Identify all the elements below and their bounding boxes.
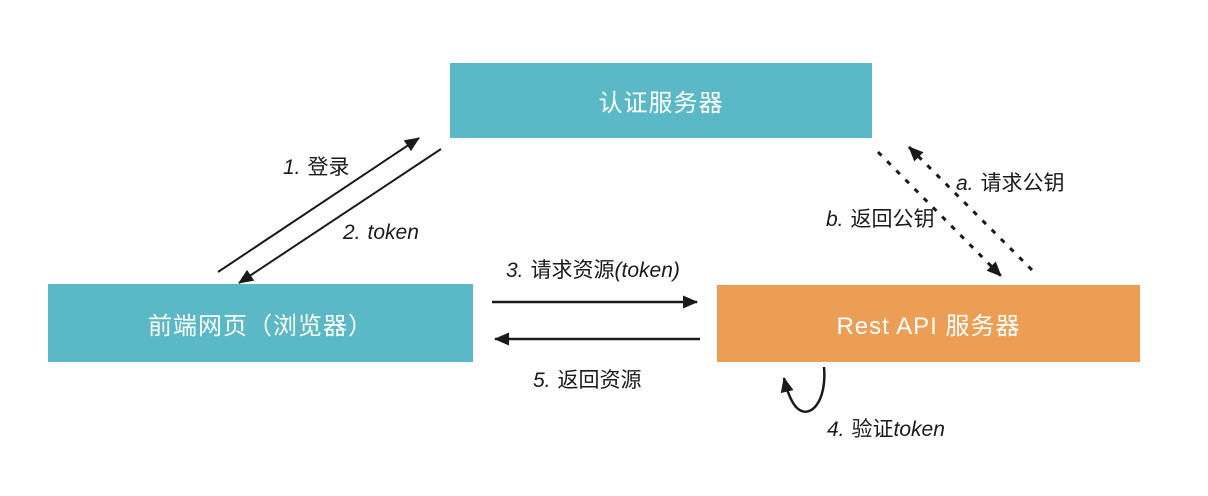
node-rest-api-server-label: Rest API 服务器: [836, 313, 1021, 340]
edge-label-token: 2. token: [343, 221, 419, 245]
arrow-request-pubkey: [907, 145, 1034, 272]
edge-request-resource-suffix: (token): [614, 259, 680, 282]
edge-return-resource-number: 5.: [533, 369, 551, 392]
node-auth-server: 认证服务器: [450, 63, 872, 138]
node-rest-api-server: Rest API 服务器: [717, 285, 1140, 362]
node-frontend-browser-label: 前端网页（浏览器）: [148, 312, 373, 340]
node-auth-server-label: 认证服务器: [598, 90, 724, 117]
arrow-login: [217, 137, 420, 273]
edge-label-login: 1. 登录: [283, 151, 350, 181]
edge-request-pubkey-number: a.: [956, 172, 974, 195]
node-frontend-browser: 前端网页（浏览器）: [48, 284, 473, 362]
edge-label-request-pubkey: a. 请求公钥: [956, 167, 1065, 197]
edge-return-pubkey-text: 返回公钥: [850, 208, 935, 231]
edge-token-number: 2.: [343, 221, 361, 244]
edge-verify-token-suffix: token: [893, 418, 945, 441]
edge-verify-token-number: 4.: [827, 418, 845, 441]
arrow-verify-token-loop: [780, 366, 826, 413]
edge-login-number: 1.: [283, 156, 301, 179]
edge-request-resource-number: 3.: [506, 259, 524, 282]
edge-verify-token-text: 验证: [851, 418, 894, 441]
edge-request-pubkey-text: 请求公钥: [980, 172, 1065, 195]
edge-token-text: token: [367, 221, 419, 244]
edge-return-pubkey-number: b.: [826, 208, 844, 231]
arrow-token: [238, 148, 442, 284]
edge-return-resource-text: 返回资源: [557, 369, 642, 392]
edge-label-verify-token: 4. 验证token: [827, 413, 945, 443]
edge-label-request-resource: 3. 请求资源(token): [506, 254, 680, 284]
edge-label-return-pubkey: b. 返回公钥: [826, 203, 935, 233]
edge-label-return-resource: 5. 返回资源: [533, 364, 642, 394]
edge-request-resource-text: 请求资源: [530, 259, 615, 282]
edge-login-text: 登录: [307, 156, 350, 179]
arrow-return-pubkey: [876, 150, 1003, 278]
